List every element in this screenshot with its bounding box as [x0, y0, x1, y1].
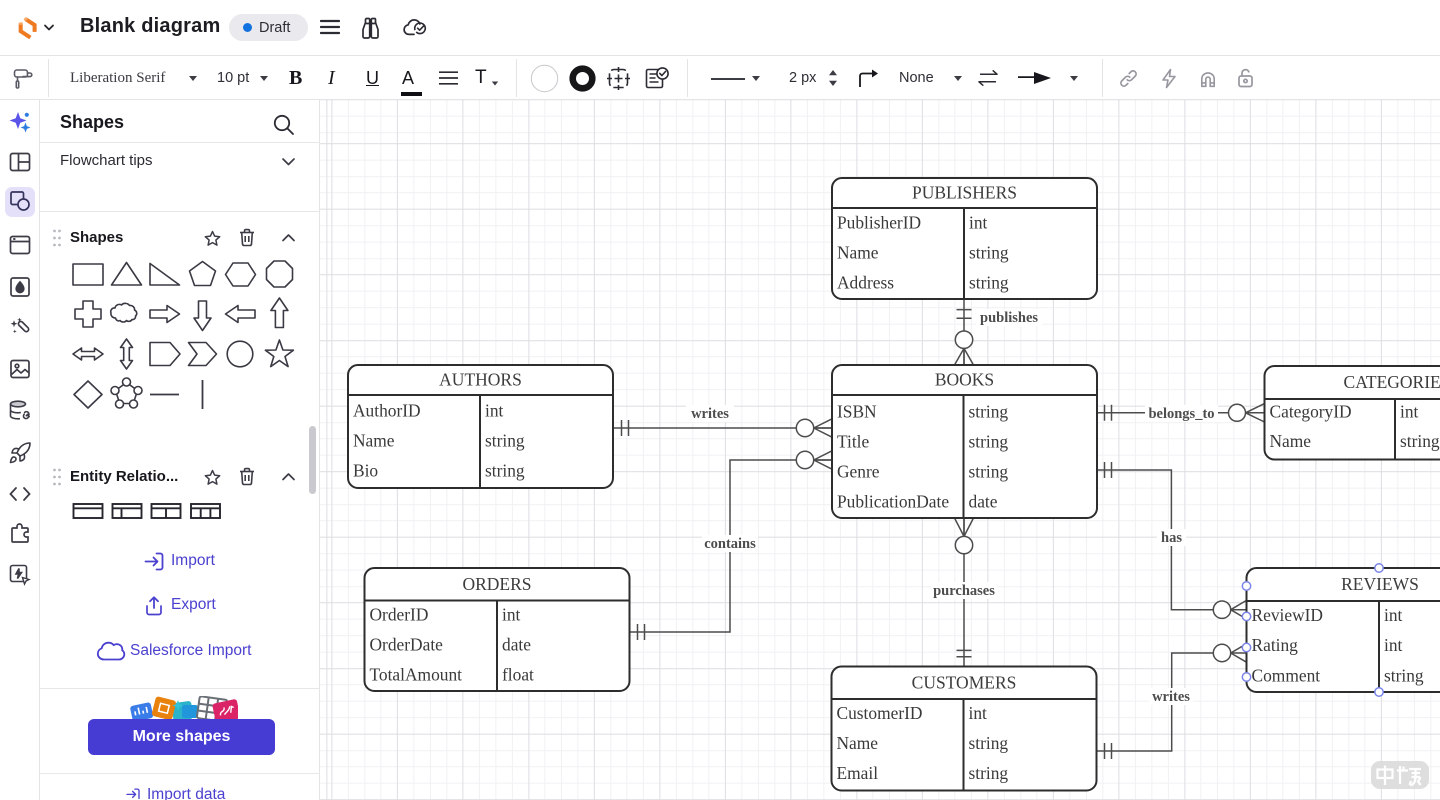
svg-text:string: string	[1384, 666, 1424, 686]
svg-text:string: string	[1400, 431, 1440, 451]
svg-text:Comment: Comment	[1252, 666, 1321, 686]
svg-text:Title: Title	[837, 432, 870, 452]
svg-text:OrderID: OrderID	[370, 605, 429, 625]
svg-text:ISBN: ISBN	[837, 402, 877, 422]
svg-text:publishes: publishes	[980, 310, 1038, 326]
svg-text:Name: Name	[353, 431, 395, 451]
svg-text:int: int	[1400, 402, 1419, 422]
svg-text:contains: contains	[704, 536, 756, 552]
svg-text:Email: Email	[837, 763, 879, 783]
svg-text:Name: Name	[837, 243, 879, 263]
svg-text:CUSTOMERS: CUSTOMERS	[912, 672, 1017, 692]
svg-text:string: string	[969, 243, 1009, 263]
svg-text:int: int	[1384, 605, 1403, 625]
svg-text:date: date	[969, 492, 998, 512]
svg-text:Bio: Bio	[353, 461, 378, 481]
svg-text:string: string	[969, 462, 1009, 482]
svg-text:int: int	[969, 703, 988, 723]
svg-text:Address: Address	[837, 273, 894, 293]
svg-text:Rating: Rating	[1252, 635, 1299, 655]
svg-text:purchases: purchases	[933, 583, 995, 599]
svg-text:string: string	[969, 733, 1009, 753]
svg-text:string: string	[969, 432, 1009, 452]
svg-text:BOOKS: BOOKS	[935, 370, 994, 390]
svg-text:string: string	[969, 402, 1009, 422]
svg-text:PublicationDate: PublicationDate	[837, 492, 949, 512]
svg-text:AUTHORS: AUTHORS	[439, 370, 522, 390]
svg-text:belongs_to: belongs_to	[1148, 406, 1214, 422]
svg-text:ORDERS: ORDERS	[462, 574, 531, 594]
svg-text:string: string	[485, 461, 525, 481]
svg-text:has: has	[1161, 530, 1182, 546]
svg-text:REVIEWS: REVIEWS	[1341, 574, 1419, 594]
svg-text:int: int	[969, 213, 988, 233]
svg-text:date: date	[502, 635, 531, 655]
svg-text:CATEGORIES: CATEGORIES	[1344, 372, 1440, 392]
svg-text:float: float	[502, 665, 534, 685]
svg-text:int: int	[485, 401, 504, 421]
svg-text:PUBLISHERS: PUBLISHERS	[912, 183, 1017, 203]
svg-text:writes: writes	[1152, 689, 1190, 705]
svg-text:PublisherID: PublisherID	[837, 213, 921, 233]
svg-text:string: string	[969, 763, 1009, 783]
svg-text:int: int	[502, 605, 521, 625]
svg-text:string: string	[969, 273, 1009, 293]
svg-text:int: int	[1384, 635, 1403, 655]
svg-text:CategoryID: CategoryID	[1270, 402, 1352, 422]
svg-text:CustomerID: CustomerID	[837, 703, 923, 723]
svg-text:OrderDate: OrderDate	[370, 635, 444, 655]
svg-text:Name: Name	[1270, 431, 1312, 451]
svg-text:AuthorID: AuthorID	[353, 401, 421, 421]
svg-text:TotalAmount: TotalAmount	[370, 665, 463, 685]
svg-text:ReviewID: ReviewID	[1252, 605, 1323, 625]
svg-text:string: string	[485, 431, 525, 451]
svg-text:writes: writes	[691, 406, 729, 422]
svg-text:Genre: Genre	[837, 462, 880, 482]
svg-text:Name: Name	[837, 733, 879, 753]
